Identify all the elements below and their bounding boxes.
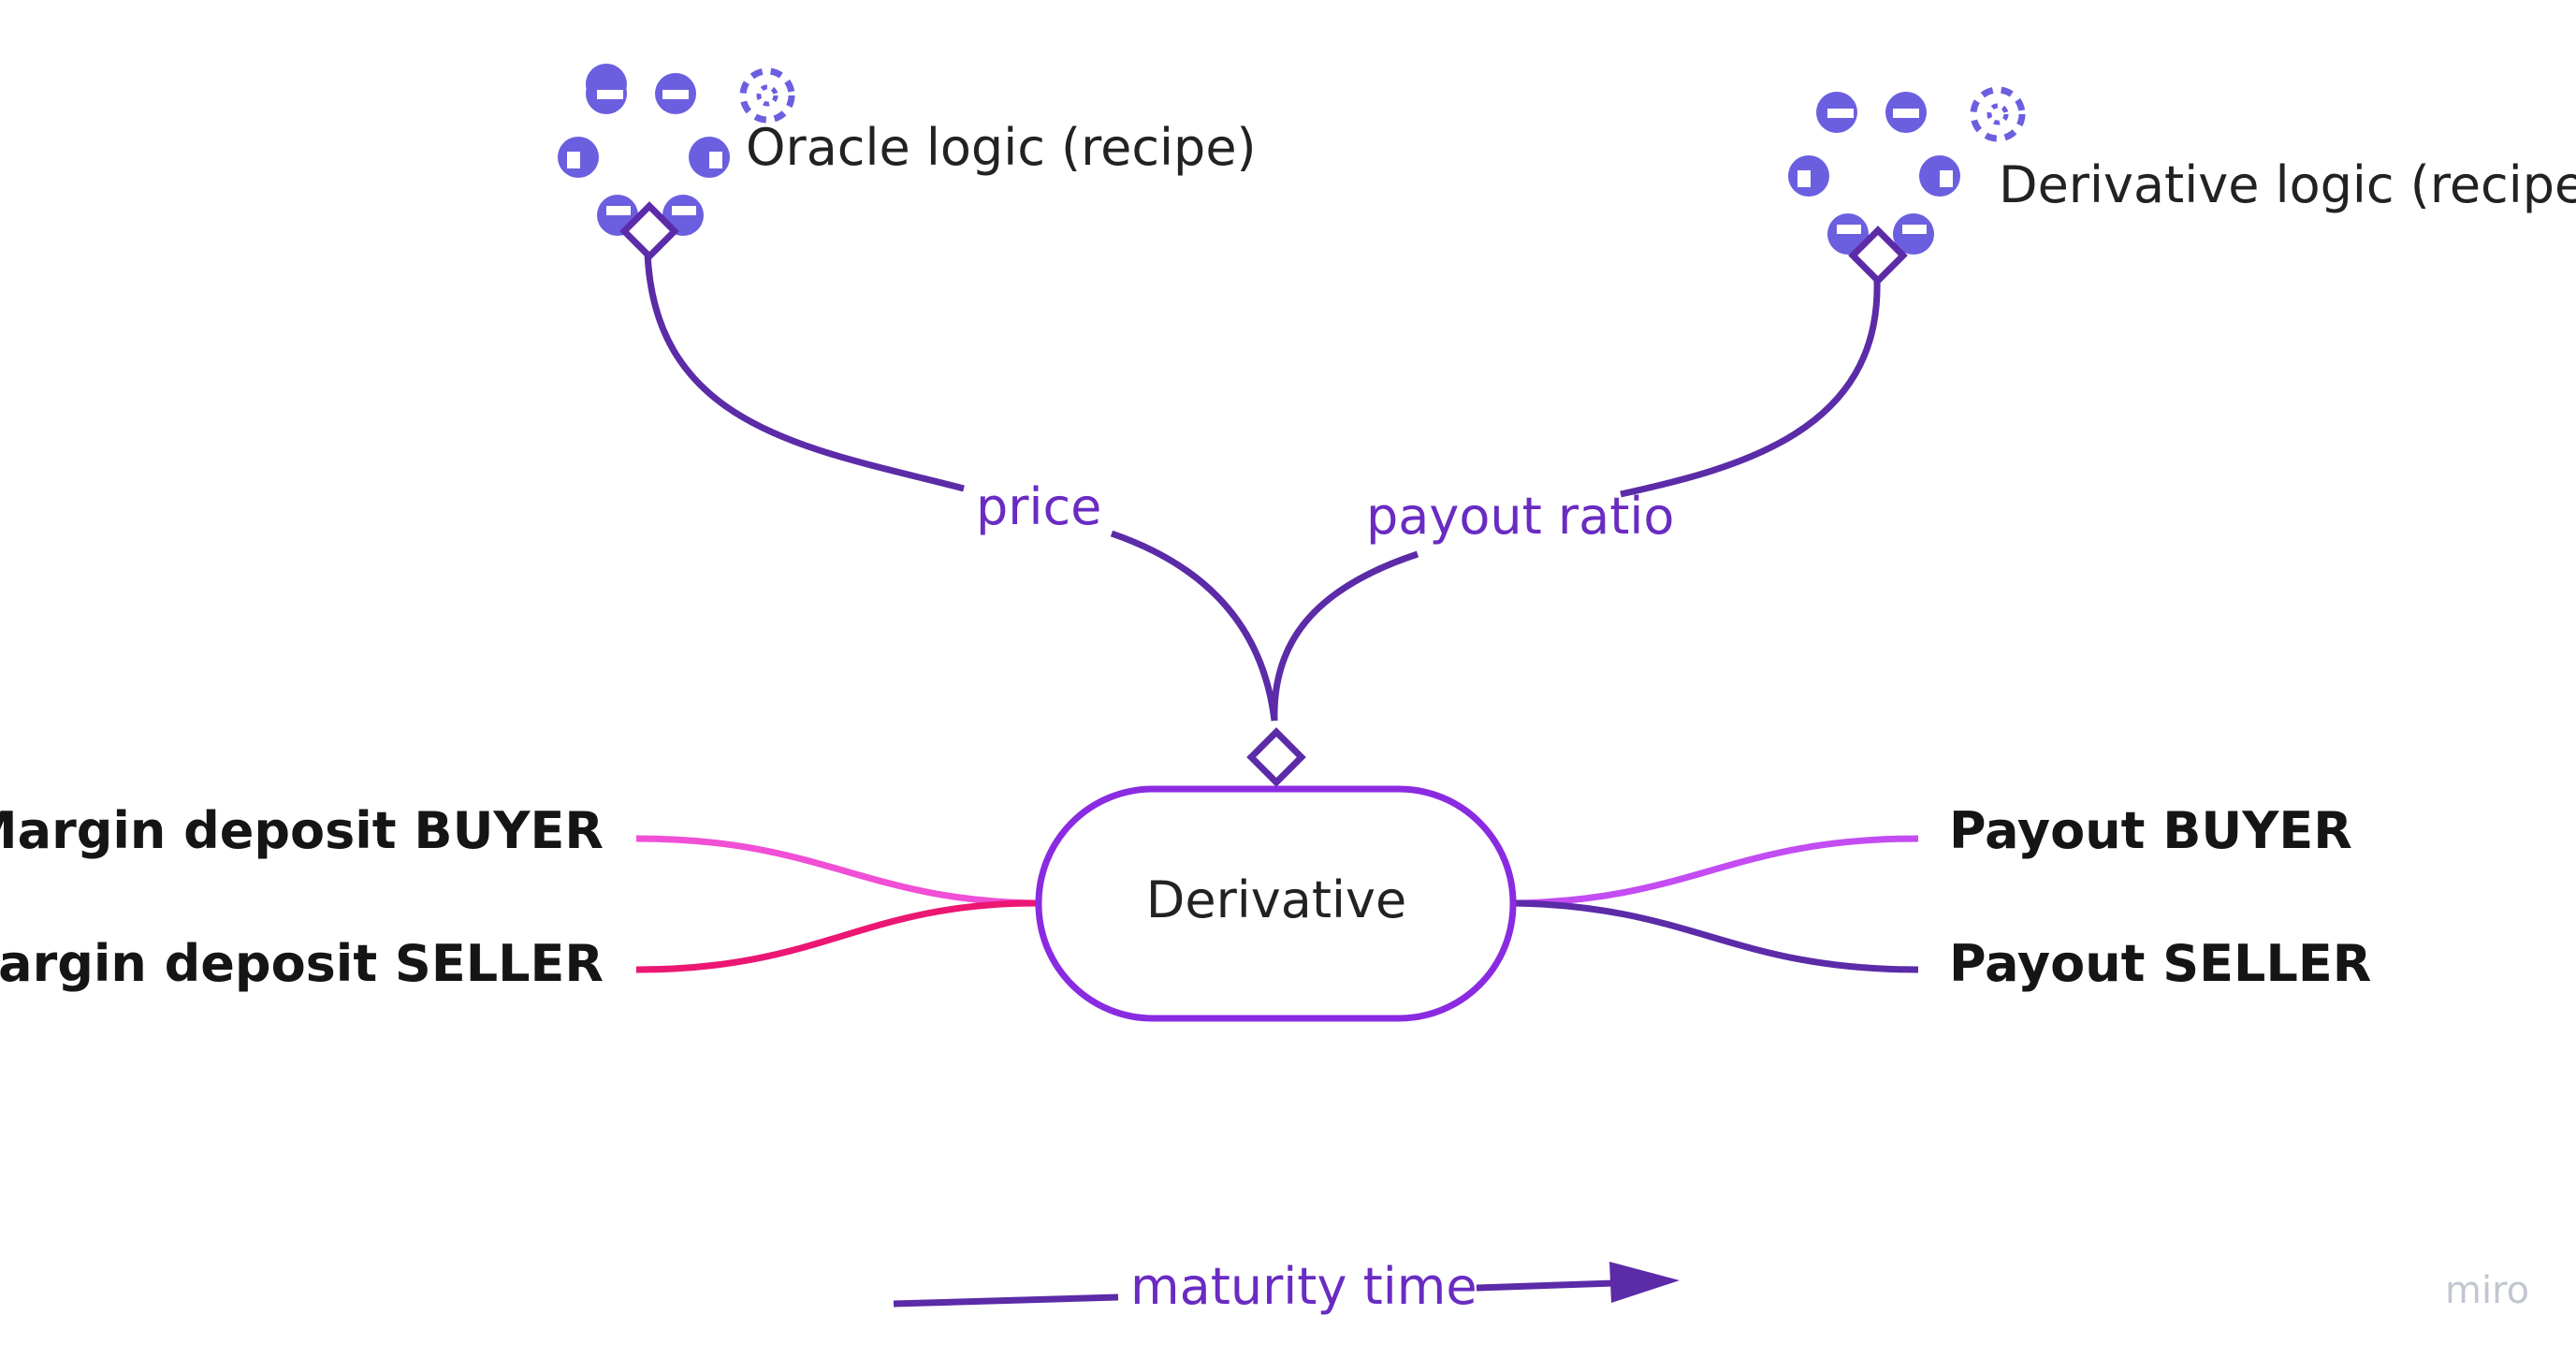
payout-ratio-connector xyxy=(1271,280,1881,722)
derivative-node-label: Derivative xyxy=(1146,870,1406,929)
maturity-time-line-right xyxy=(1476,1279,1615,1292)
oracle-logic-label: Oracle logic (recipe) xyxy=(746,118,1257,177)
price-connector xyxy=(644,252,1278,722)
payout-seller-connector xyxy=(1513,899,1919,973)
price-label: price xyxy=(976,477,1101,536)
maturity-time-arrowhead xyxy=(1609,1262,1680,1303)
oracle-diamond-marker xyxy=(619,201,679,261)
derivative-logic-diamond-marker xyxy=(1848,226,1908,285)
payout-buyer-connector xyxy=(1513,835,1919,907)
derivative-node[interactable] xyxy=(1035,785,1517,1022)
payout-seller-label: Payout SELLER xyxy=(1949,934,2371,993)
maturity-time-line-left xyxy=(893,1293,1119,1308)
payout-buyer-label: Payout BUYER xyxy=(1949,801,2352,860)
margin-deposit-buyer-label: Margin deposit BUYER xyxy=(0,801,604,860)
margin-buyer-connector xyxy=(635,835,1038,907)
payout-ratio-label: payout ratio xyxy=(1366,487,1674,546)
derivative-diamond-marker xyxy=(1246,727,1306,787)
derivative-recipe-icon xyxy=(1788,86,2026,255)
oracle-recipe-icon xyxy=(558,64,795,236)
margin-deposit-seller-label: Margin deposit SELLER xyxy=(0,934,604,993)
maturity-time-label: maturity time xyxy=(1130,1257,1477,1316)
miro-watermark: miro xyxy=(2445,1269,2529,1312)
derivative-logic-label: Derivative logic (recipe) xyxy=(1999,155,2576,214)
margin-seller-connector xyxy=(635,899,1038,973)
